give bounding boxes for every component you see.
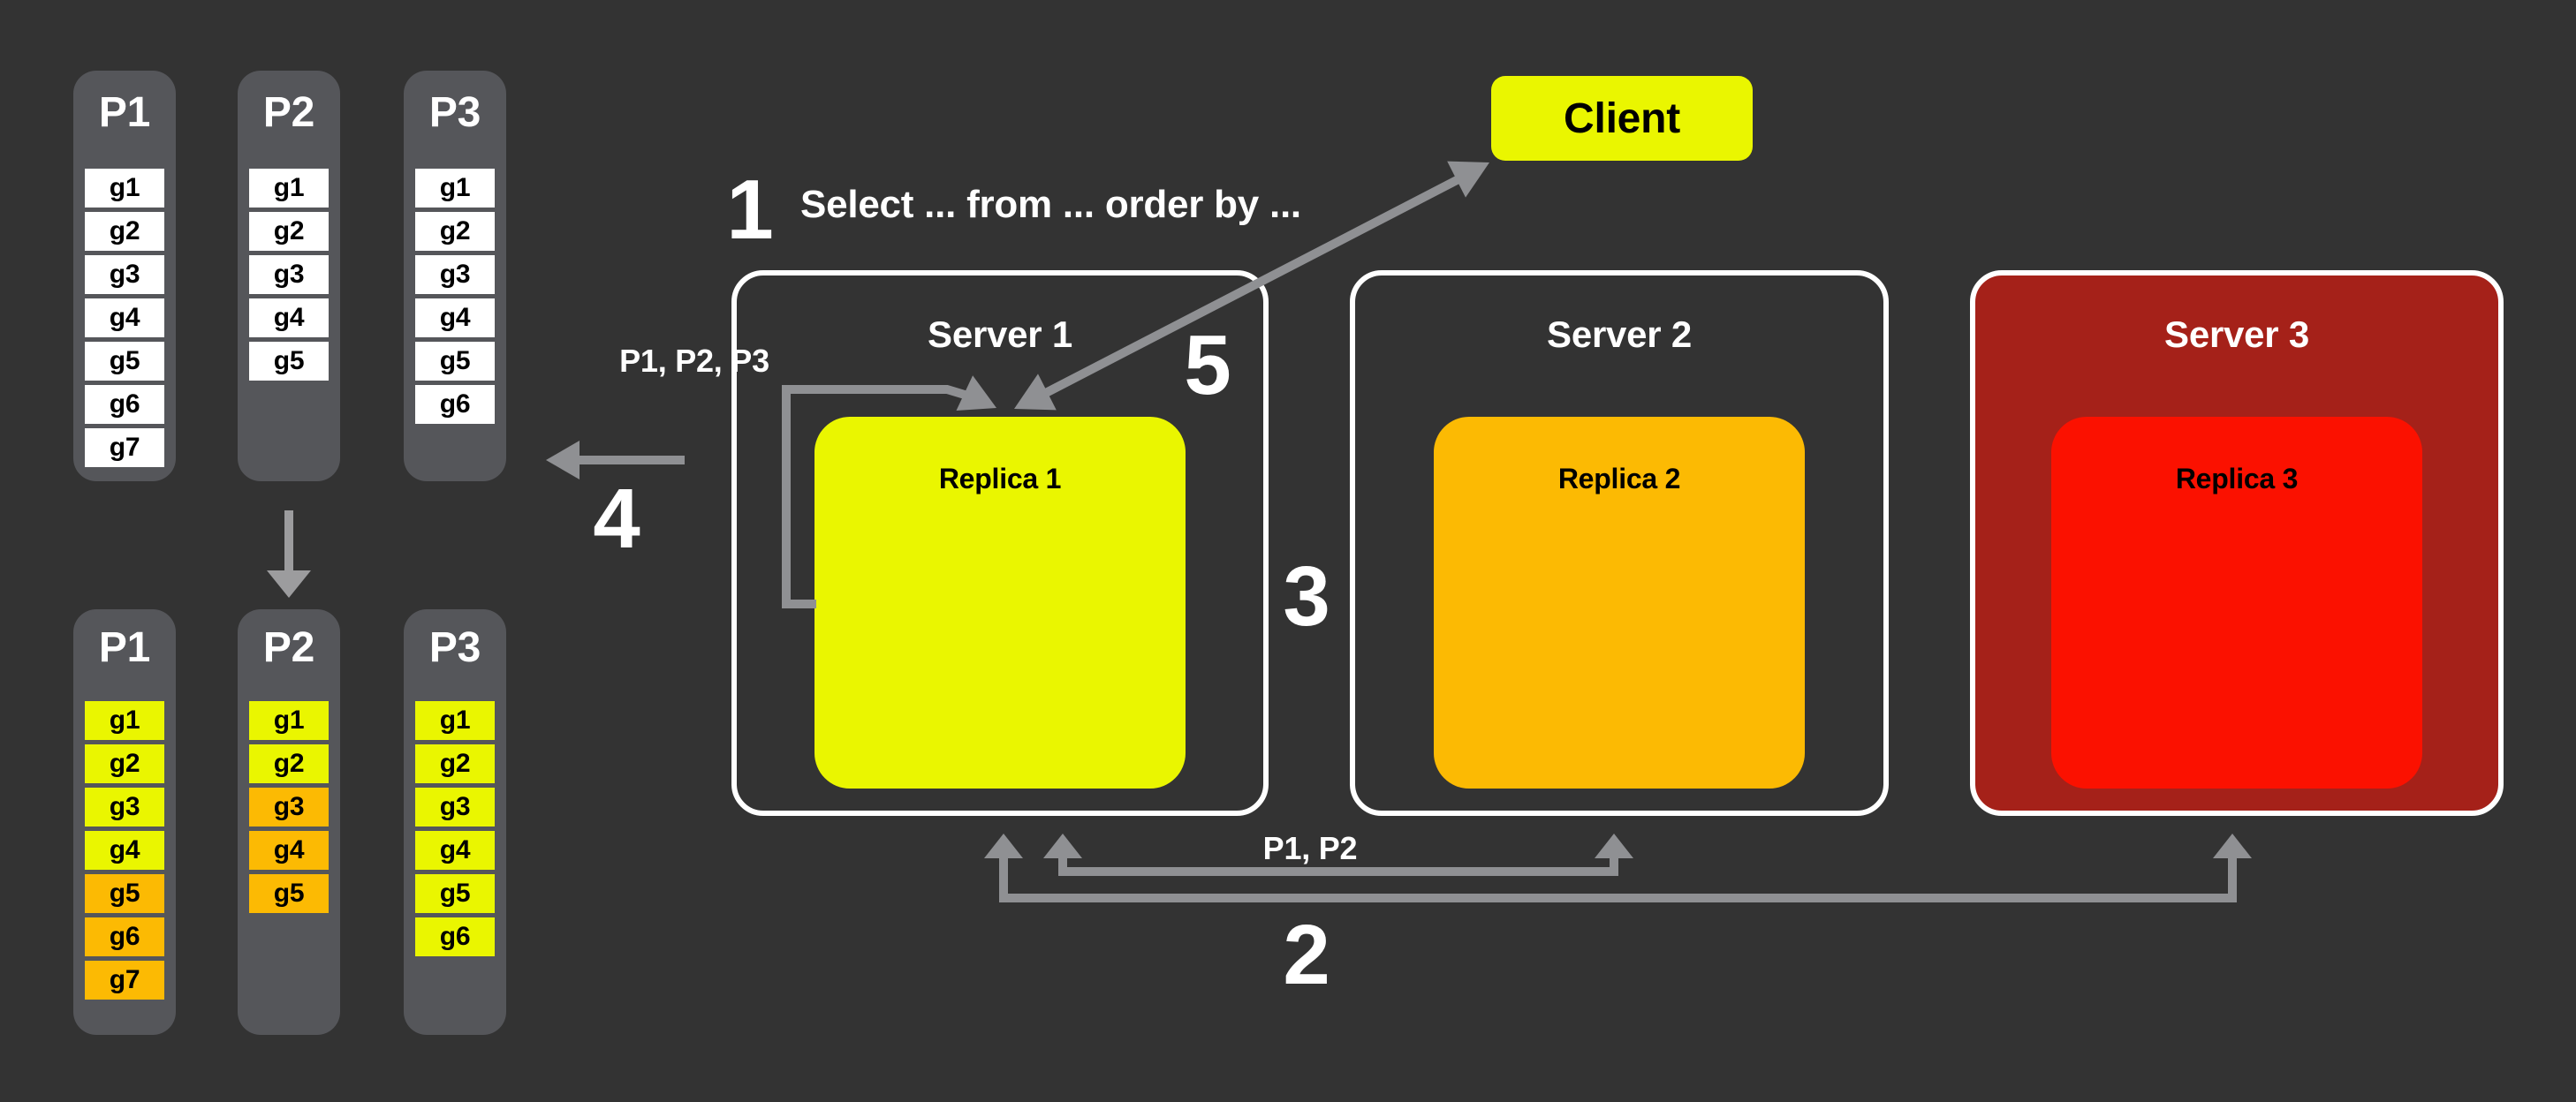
partition-column-after-p3: P3 g1 g2 g3 g4 g5 g6	[404, 609, 506, 1035]
step-1-query-label: Select ... from ... order by ...	[800, 183, 1301, 226]
group-box: g6	[415, 917, 495, 956]
partition-label: P1	[98, 89, 151, 136]
partition-label: P3	[428, 89, 481, 136]
replica-1-box: Replica 1	[814, 417, 1186, 789]
replica-3-box: Replica 3	[2051, 417, 2422, 789]
group-box: g3	[249, 788, 329, 826]
partition-column-before-p1: P1 g1 g2 g3 g4 g5 g6 g7	[73, 71, 176, 481]
server-3-box: Server 3 Replica 3	[1970, 270, 2504, 816]
group-box: g4	[415, 831, 495, 870]
group-box: g2	[85, 212, 164, 251]
group-box: g3	[415, 788, 495, 826]
step-4-number: 4	[593, 472, 640, 566]
server-3-title: Server 3	[2164, 313, 2309, 355]
replica-2-box: Replica 2	[1434, 417, 1805, 789]
group-box: g5	[249, 874, 329, 913]
group-box: g2	[249, 212, 329, 251]
group-box: g4	[415, 298, 495, 337]
group-box: g5	[249, 342, 329, 381]
partition-label: P1	[98, 624, 151, 671]
group-box: g1	[415, 169, 495, 208]
group-box: g3	[249, 255, 329, 294]
partition-column-after-p1: P1 g1 g2 g3 g4 g5 g6 g7	[73, 609, 176, 1035]
arrowhead-to-client	[1447, 161, 1489, 198]
arrowhead-inner-left	[1043, 834, 1082, 858]
group-box: g3	[85, 255, 164, 294]
partition-column-after-p2: P2 g1 g2 g3 g4 g5	[238, 609, 340, 1035]
arrowhead-step4	[546, 441, 580, 479]
partition-label: P3	[428, 624, 481, 671]
arrowhead-inner-right	[1595, 834, 1633, 858]
group-box: g5	[415, 874, 495, 913]
group-box: g4	[85, 831, 164, 870]
step-2-partitions-label: P1, P2	[1262, 830, 1358, 866]
group-box: g4	[249, 298, 329, 337]
group-box: g1	[249, 169, 329, 208]
group-box: g6	[415, 385, 495, 424]
partition-column-before-p3: P3 g1 g2 g3 g4 g5 g6	[404, 71, 506, 481]
group-box: g5	[85, 874, 164, 913]
group-box: g5	[85, 342, 164, 381]
step-5-number: 5	[1184, 318, 1231, 412]
group-box: g1	[85, 701, 164, 740]
server-2-title: Server 2	[1547, 313, 1692, 355]
step-2-number: 2	[1283, 908, 1330, 1002]
group-box: g6	[85, 385, 164, 424]
group-box: g1	[85, 169, 164, 208]
group-box: g2	[415, 212, 495, 251]
group-box: g7	[85, 961, 164, 1000]
routed-partitions-label: P1, P2, P3	[619, 343, 769, 379]
group-box: g2	[249, 744, 329, 783]
partition-label: P2	[262, 89, 315, 136]
group-box: g1	[415, 701, 495, 740]
group-box: g4	[249, 831, 329, 870]
step-3-number: 3	[1283, 549, 1330, 644]
arrowhead-outer-left	[984, 834, 1023, 858]
step-1-number: 1	[726, 162, 774, 257]
group-box: g4	[85, 298, 164, 337]
partition-column-before-p2: P2 g1 g2 g3 g4 g5	[238, 71, 340, 481]
group-box: g1	[249, 701, 329, 740]
group-box: g2	[85, 744, 164, 783]
group-box: g7	[85, 428, 164, 467]
server-2-box: Server 2 Replica 2	[1350, 270, 1889, 816]
group-box: g3	[85, 788, 164, 826]
arrowhead-outer-right	[2213, 834, 2252, 858]
group-box: g6	[85, 917, 164, 956]
client-node: Client	[1491, 76, 1753, 161]
partition-label: P2	[262, 624, 315, 671]
step2-outer-arrow	[999, 853, 2237, 902]
arrowhead-repartition	[267, 570, 311, 598]
group-box: g2	[415, 744, 495, 783]
group-box: g3	[415, 255, 495, 294]
group-box: g5	[415, 342, 495, 381]
